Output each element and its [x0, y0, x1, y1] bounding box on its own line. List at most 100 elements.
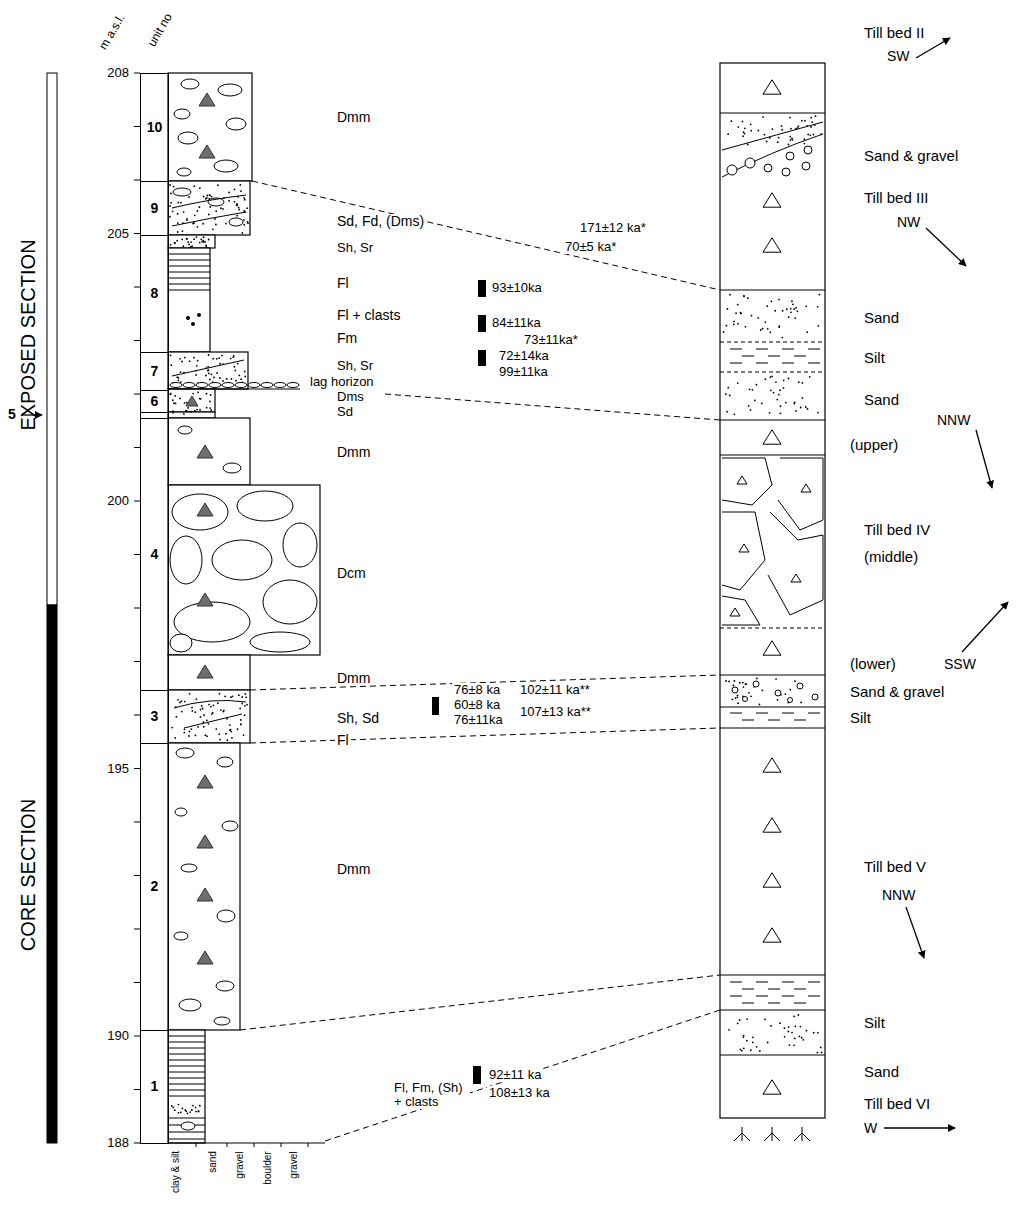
lamination-line	[168, 1072, 205, 1073]
unit-number: 4	[151, 547, 159, 562]
bed-boundary-dashed	[720, 628, 825, 629]
sand-dot	[804, 120, 806, 122]
silt-dash	[756, 996, 768, 997]
lamination-line	[168, 266, 210, 267]
sand-dot	[193, 185, 195, 187]
sand-dot	[766, 141, 768, 143]
clast	[217, 757, 233, 767]
sand-dot	[221, 355, 223, 357]
rafted-block	[722, 596, 760, 625]
lag-clast	[248, 383, 260, 388]
sand-dot	[241, 703, 243, 705]
sand-dot	[807, 134, 809, 136]
facies-code: Sd, Fd, (Dms)	[335, 214, 426, 229]
sand-dot	[240, 719, 242, 721]
lag-clast	[235, 383, 247, 388]
lithology-label: Sand & gravel	[848, 684, 946, 700]
sand-dot	[743, 1035, 745, 1037]
sand-dot	[784, 693, 786, 695]
sand-dot	[762, 690, 764, 692]
sand-dot	[210, 706, 212, 708]
silt-dash	[756, 713, 768, 714]
silt-dash	[808, 349, 820, 350]
sand-dot	[737, 382, 739, 384]
unit-cell: 1	[140, 1030, 169, 1144]
sand-dot	[211, 713, 213, 715]
sand-dot	[205, 375, 207, 377]
sand-dot	[208, 723, 210, 725]
sand-dot	[751, 389, 753, 391]
bed-boundary	[720, 1055, 825, 1056]
sand-dot	[818, 294, 820, 296]
sand-dot	[801, 397, 803, 399]
sand-dot	[785, 402, 787, 404]
grain-size-tick	[196, 1143, 197, 1147]
sand-dot	[821, 1052, 823, 1054]
sand-dot	[178, 1104, 180, 1106]
base-symbol	[794, 1127, 810, 1141]
sand-dot	[725, 393, 727, 395]
sand-dot	[202, 223, 204, 225]
column-outline	[720, 63, 825, 1118]
sand-dot	[761, 403, 763, 405]
sand-dot	[764, 1018, 766, 1020]
clast	[174, 932, 188, 940]
elevation-value: 190	[105, 1029, 131, 1043]
sand-dot	[174, 242, 176, 244]
sand-dot	[202, 708, 204, 710]
sand-dot	[184, 701, 186, 703]
sand-dot	[180, 371, 182, 373]
sand-dot	[236, 215, 238, 217]
sand-dot	[745, 326, 747, 328]
sand-dot	[196, 236, 198, 238]
clast	[181, 79, 199, 89]
base-symbol	[734, 1127, 750, 1141]
age-value: 73±11ka*	[522, 333, 580, 347]
sand-dot	[230, 731, 232, 733]
lamination-line	[168, 1060, 205, 1061]
silt-dash	[782, 996, 794, 997]
sand-dot	[177, 699, 179, 701]
sand-dot	[742, 682, 744, 684]
sand-dot	[184, 728, 186, 730]
sand-dot	[238, 694, 240, 696]
age-value: 171±12 ka*	[578, 221, 648, 235]
clast	[178, 426, 192, 434]
bed-boundary	[720, 420, 825, 421]
unit-profile	[168, 248, 210, 352]
age-value: 76±11ka	[452, 713, 505, 727]
sand-dot	[192, 223, 194, 225]
sand-dot	[189, 360, 191, 362]
sand-dot	[181, 238, 183, 240]
sand-dot	[190, 246, 192, 248]
sand-dot	[222, 208, 224, 210]
sand-dot	[178, 1112, 180, 1114]
lithology-label: Silt	[848, 710, 873, 726]
age-value: 92±11 ka	[487, 1068, 543, 1082]
sand-dot	[174, 1109, 176, 1111]
sand-dot	[764, 134, 766, 136]
sand-dot	[767, 1042, 769, 1044]
sand-dot	[779, 1022, 781, 1024]
till-symbol	[791, 574, 801, 582]
sand-dot	[203, 714, 205, 716]
sand-dot	[778, 137, 780, 139]
till-triangle	[197, 888, 213, 901]
lag-horizon-line	[168, 388, 300, 389]
sand-dot	[210, 409, 212, 411]
rafted-block	[768, 512, 823, 615]
lamination-line	[168, 1132, 205, 1133]
sand-dot	[243, 210, 245, 212]
silt-dash	[742, 1003, 754, 1004]
sand-dot	[196, 210, 198, 212]
sand-dot	[184, 402, 186, 404]
clast	[174, 109, 190, 119]
sand-dot	[789, 117, 791, 119]
sand-dot	[208, 369, 210, 371]
sand-dot	[742, 135, 744, 137]
sand-dot	[200, 716, 202, 718]
sand-dot	[805, 305, 807, 307]
unit-cell: 6	[140, 390, 169, 413]
sand-dot	[762, 116, 764, 118]
till-triangle	[197, 951, 213, 964]
